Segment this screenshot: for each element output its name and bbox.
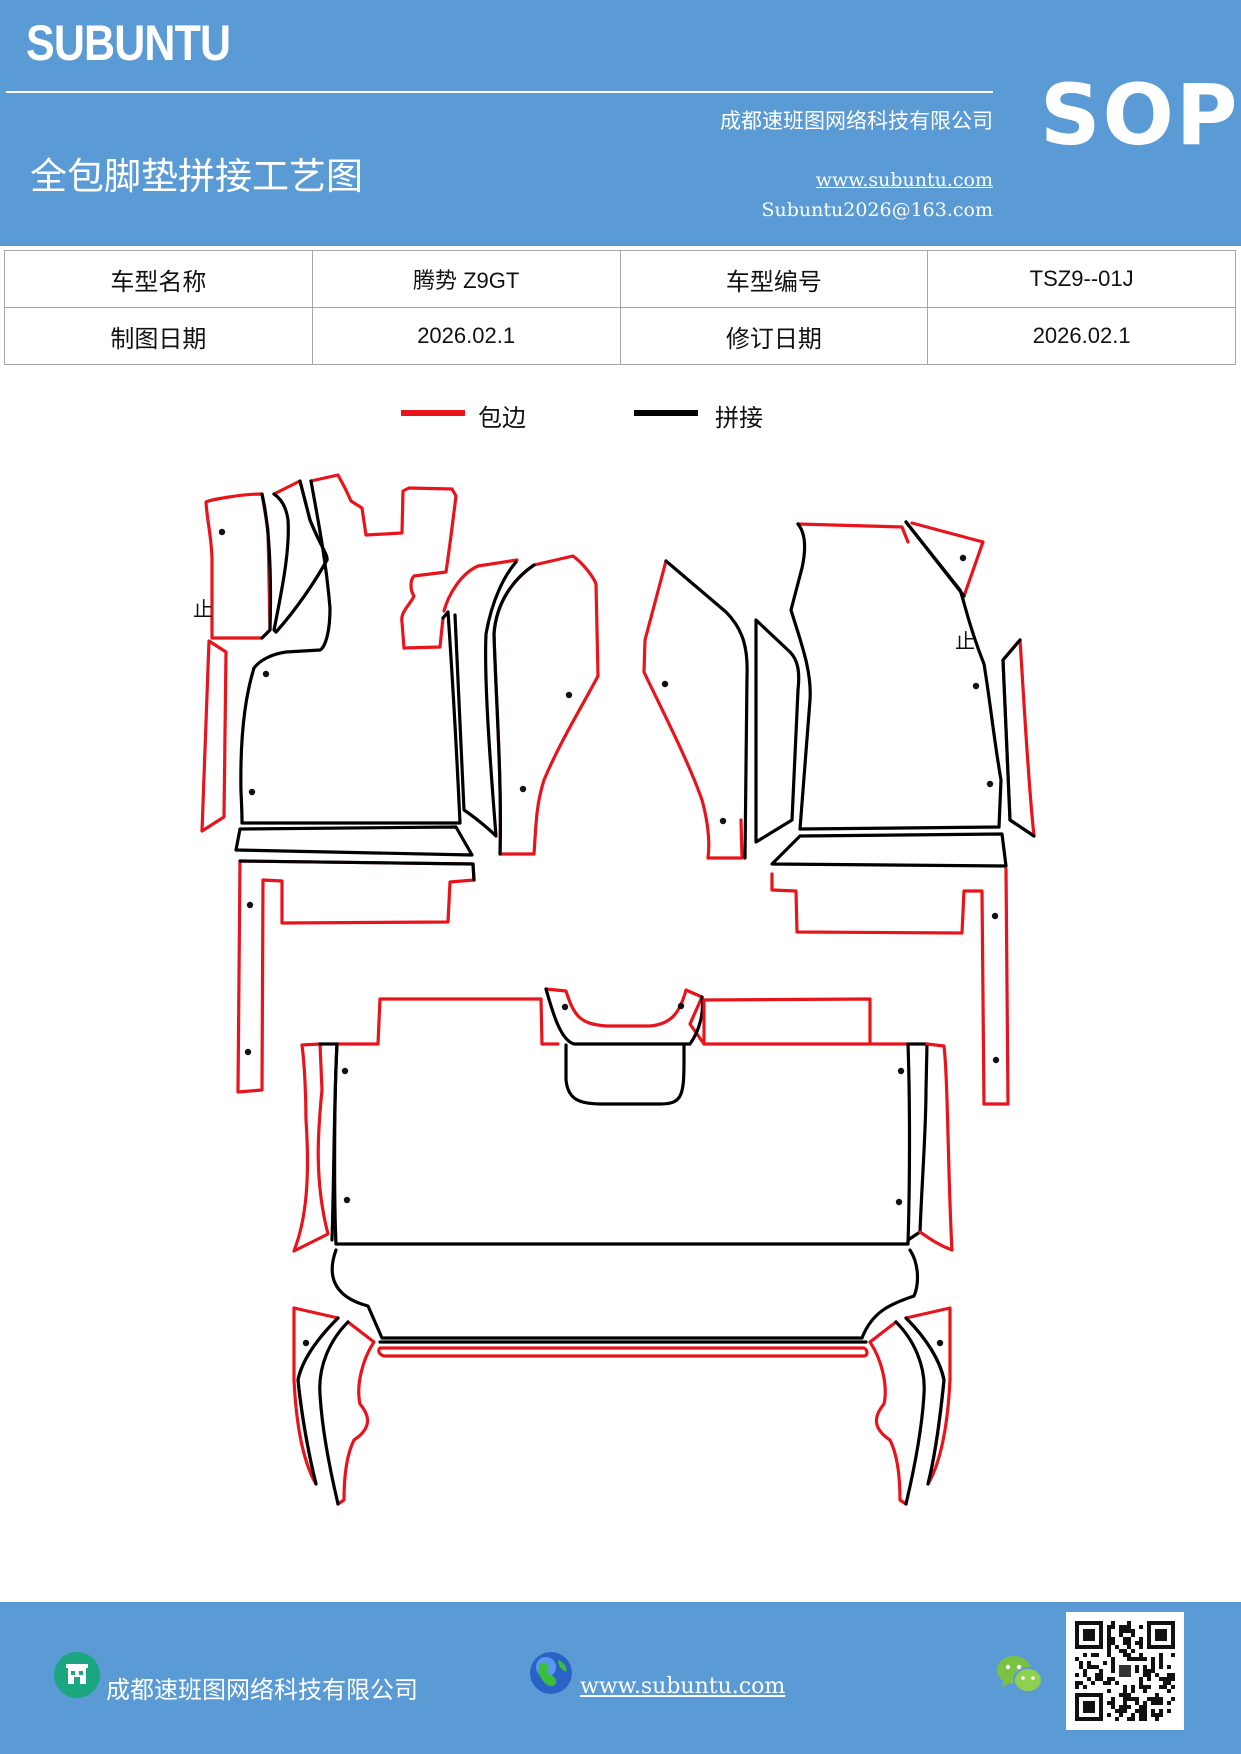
mat-piece [904, 520, 966, 598]
mat-piece [642, 559, 744, 860]
qr-code [1066, 1612, 1184, 1730]
brand-logo: SUBUNTU [26, 15, 231, 71]
mounting-hole [936, 1339, 944, 1347]
mat-piece [754, 618, 801, 844]
mounting-hole [959, 554, 967, 562]
mat-piece [318, 1320, 350, 1506]
mat-piece [702, 997, 872, 1046]
mat-piece [204, 492, 272, 640]
mounting-hole [897, 1067, 905, 1075]
mat-piece [664, 559, 749, 860]
globe-icon [528, 1650, 574, 1696]
legend-joint-swatch [634, 410, 698, 416]
mounting-hole [246, 901, 254, 909]
footer-website-link[interactable]: www.subuntu.com [580, 1674, 786, 1699]
mounting-hole [302, 1339, 310, 1347]
mat-piece [904, 1316, 946, 1486]
stop-mark-right: 止 [955, 629, 975, 653]
mounting-hole [991, 912, 999, 920]
mat-piece [377, 1346, 869, 1358]
mat-piece [770, 867, 1010, 1106]
mat-piece [200, 639, 228, 833]
legend-edge-label: 包边 [478, 404, 526, 432]
header-website-link[interactable]: www.subuntu.com [815, 169, 993, 191]
mat-piece [238, 859, 476, 882]
mat-piece [296, 1316, 340, 1486]
mounting-hole [561, 1003, 569, 1011]
mat-piece [1001, 638, 1036, 838]
mat-piece [272, 479, 329, 634]
mounting-hole [986, 780, 994, 788]
mat-piece [336, 1320, 376, 1506]
legend: 包边 拼接 [0, 398, 1241, 438]
stop-mark-left: 止 [193, 597, 213, 621]
model-name-value: 腾势 Z9GT [311, 250, 621, 308]
mat-piece [544, 987, 705, 1046]
mat-piece [868, 1320, 908, 1506]
mounting-hole [341, 1067, 349, 1075]
mat-piece [564, 1042, 686, 1106]
mat-piece [333, 1042, 912, 1246]
mat-piece [918, 1042, 954, 1252]
mounting-hole [677, 1002, 685, 1010]
building-icon [54, 1652, 100, 1698]
mounting-hole [972, 682, 980, 690]
draw-date-label: 制图日期 [4, 307, 313, 365]
model-code-value: TSZ9--01J [927, 250, 1236, 308]
header-company-name: 成都速班图网络科技有限公司 [720, 109, 993, 133]
mounting-hole [661, 680, 669, 688]
mat-piece [894, 1320, 926, 1506]
mounting-hole [565, 691, 573, 699]
mat-piece [910, 521, 985, 598]
mat-piece [789, 520, 1003, 831]
model-name-label: 车型名称 [4, 250, 313, 308]
revise-date-value: 2026.02.1 [927, 307, 1236, 365]
mat-piece [492, 563, 536, 856]
header-banner: SUBUNTU SOP 成都速班图网络科技有限公司 全包脚垫拼接工艺图 www.… [0, 0, 1241, 246]
legend-edge-swatch [401, 410, 465, 416]
mat-piece [906, 1042, 929, 1242]
mat-piece [260, 492, 273, 640]
sop-badge: SOP [1040, 66, 1240, 164]
page-title: 全包脚垫拼接工艺图 [30, 155, 363, 198]
mat-piece [770, 832, 1008, 868]
mat-piece [544, 987, 910, 1046]
mat-piece [453, 560, 518, 838]
legend-joint-label: 拼接 [715, 404, 763, 432]
mat-piece [239, 479, 462, 825]
model-code-label: 车型编号 [619, 250, 929, 308]
mounting-hole [218, 528, 226, 536]
mounting-hole [248, 788, 256, 796]
mat-piece [335, 997, 560, 1046]
mat-piece [236, 859, 476, 1094]
footer-bar: 成都速班图网络科技有限公司 www.subuntu.com [0, 1602, 1241, 1754]
mounting-hole [262, 670, 270, 678]
mounting-hole [895, 1198, 903, 1206]
mat-piece [292, 1042, 330, 1253]
header-email: Subuntu2026@163.com [761, 199, 993, 221]
mounting-hole [719, 817, 727, 825]
mounting-hole [519, 785, 527, 793]
mat-piece [796, 522, 910, 544]
table-row: 制图日期 2026.02.1 修订日期 2026.02.1 [4, 307, 1236, 365]
mat-piece [309, 473, 458, 650]
mat-piece [442, 558, 519, 613]
header-divider [6, 91, 993, 93]
mounting-hole [343, 1196, 351, 1204]
revise-date-label: 修订日期 [619, 307, 929, 365]
mat-piece [492, 554, 600, 856]
wechat-icon[interactable] [996, 1654, 1044, 1696]
table-row: 车型名称 腾势 Z9GT 车型编号 TSZ9--01J [4, 250, 1236, 308]
floor-mat-diagram: 止 止 [193, 473, 1036, 1506]
vehicle-info-table: 车型名称 腾势 Z9GT 车型编号 TSZ9--01J 制图日期 2026.02… [4, 250, 1236, 365]
draw-date-value: 2026.02.1 [311, 307, 621, 365]
mounting-hole [244, 1048, 252, 1056]
mat-piece [234, 825, 474, 857]
mounting-hole [992, 1056, 1000, 1064]
footer-company-name: 成都速班图网络科技有限公司 [106, 1676, 418, 1704]
mat-piece [330, 1248, 920, 1340]
